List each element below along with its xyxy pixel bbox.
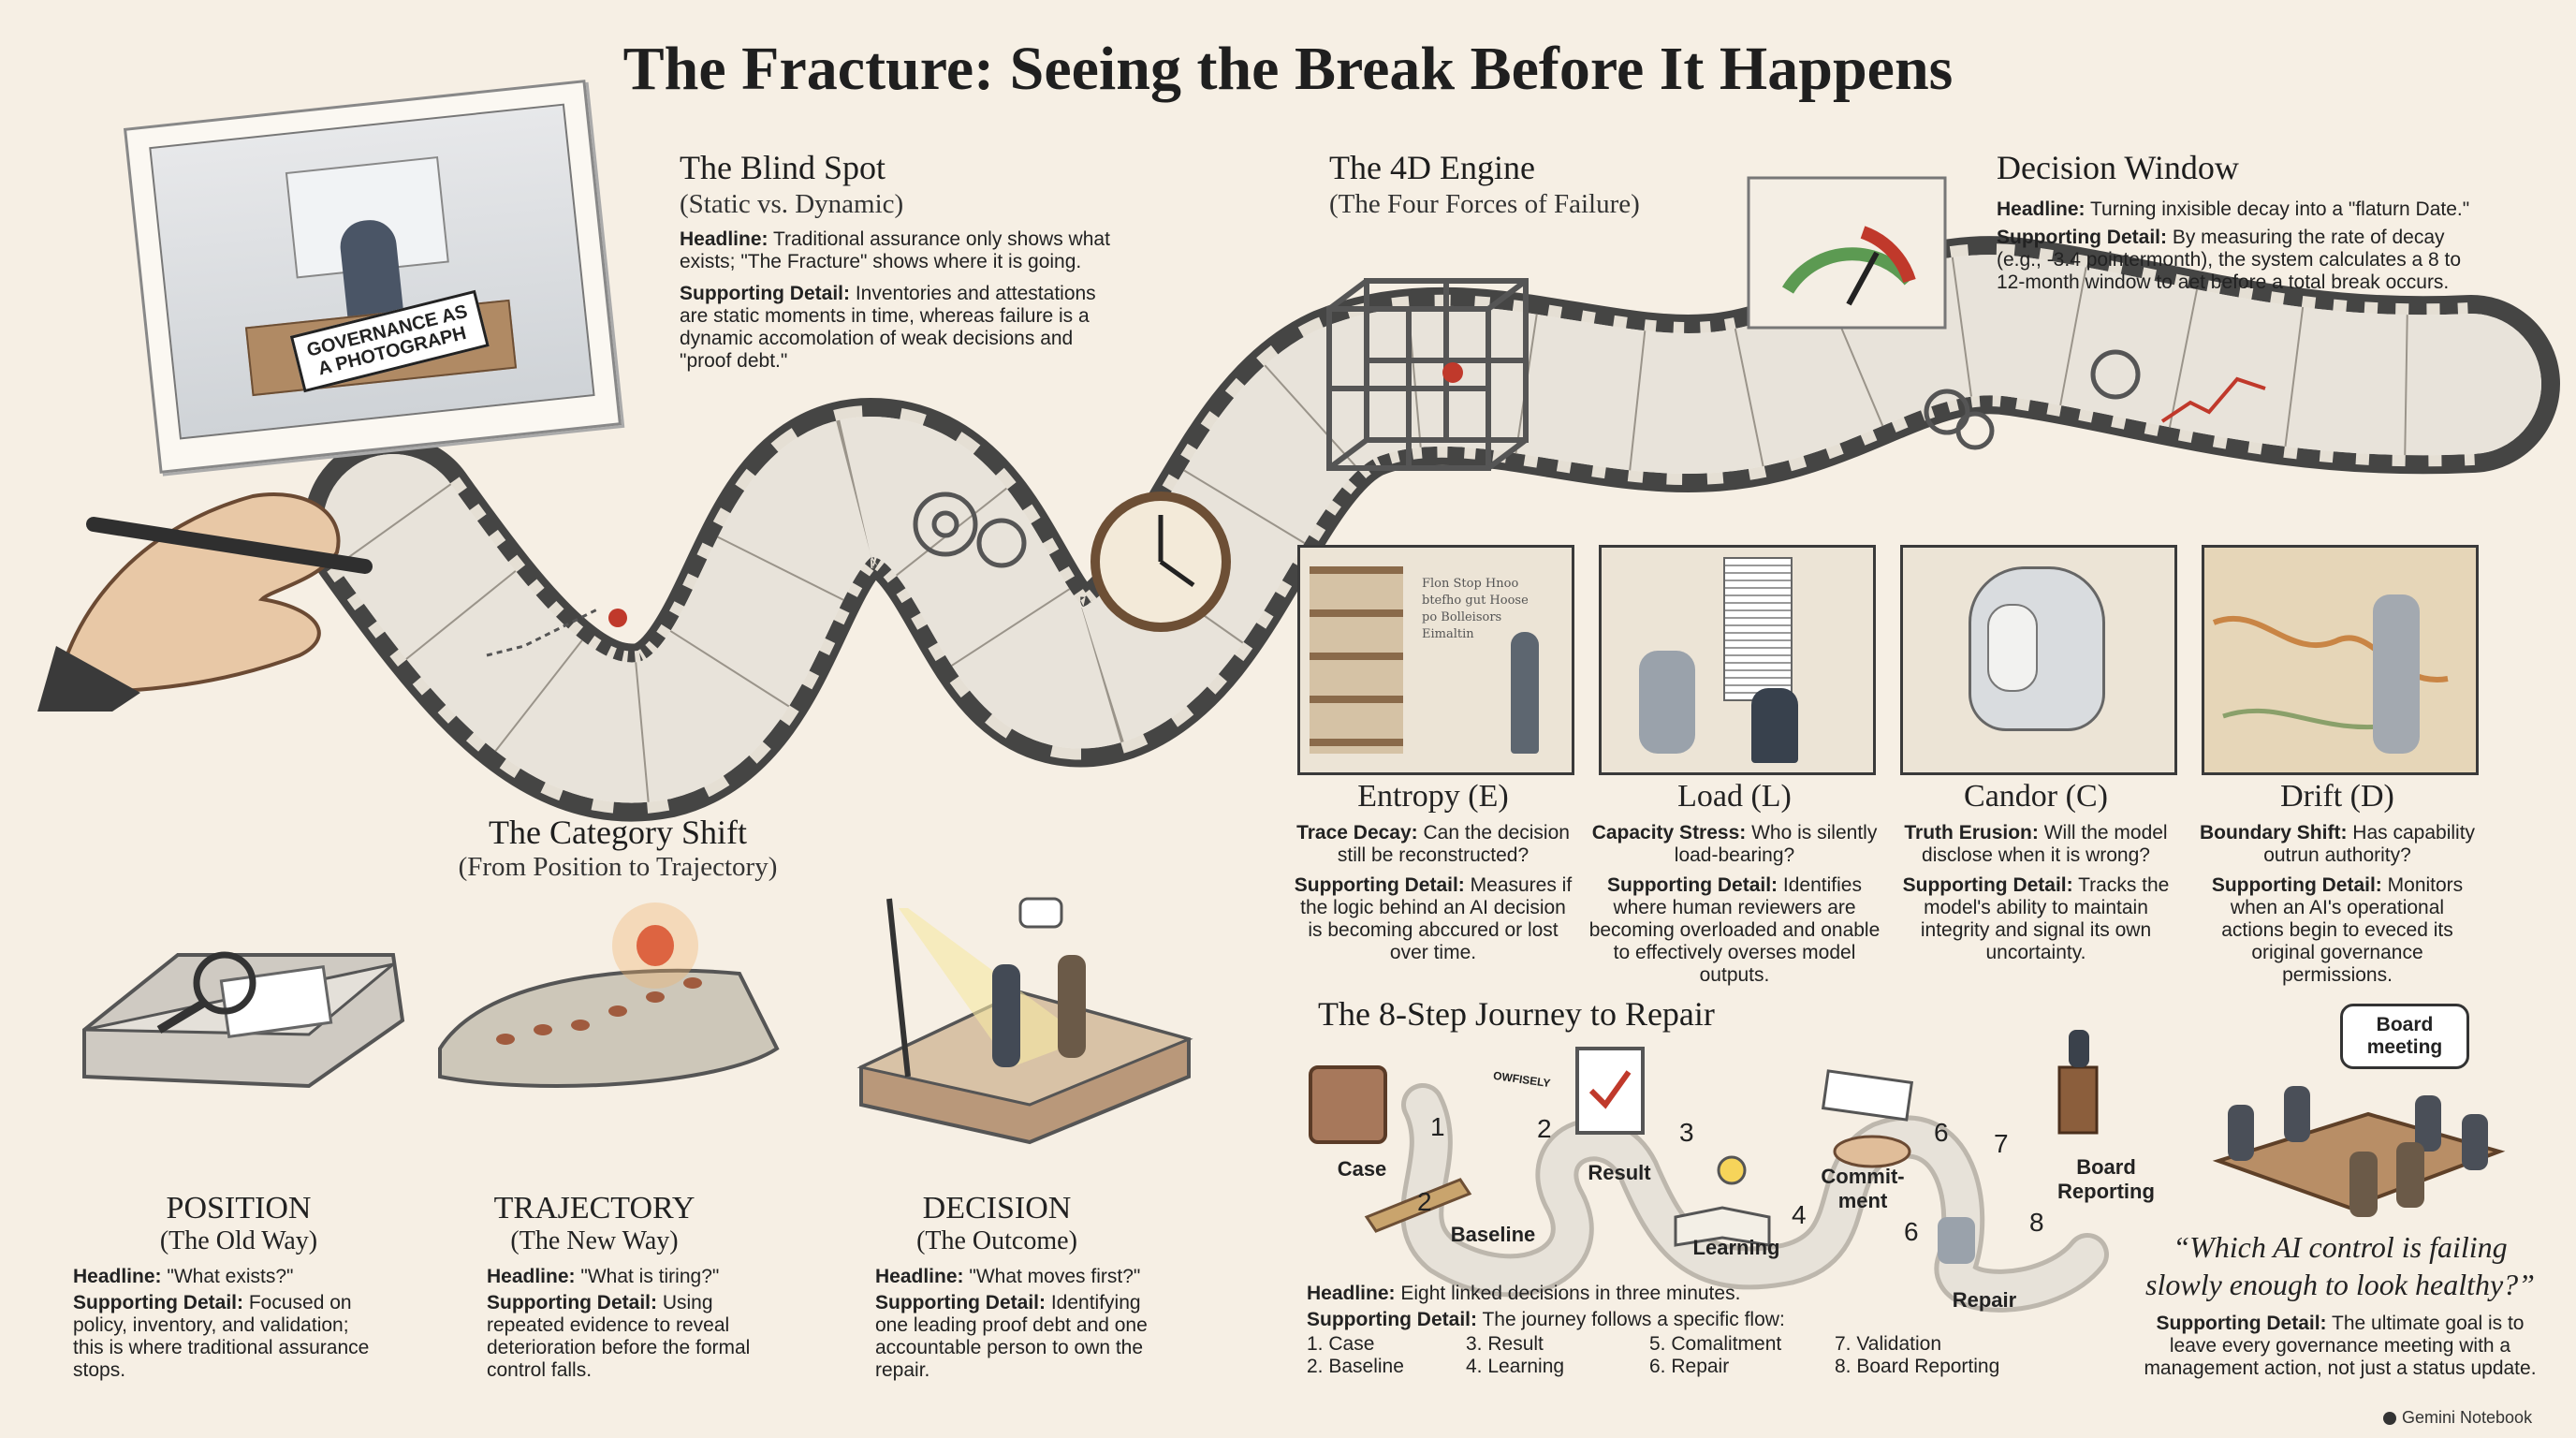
step-number: 2: [1537, 1114, 1552, 1143]
step-number: 2: [1417, 1187, 1432, 1216]
step-number: 8: [2029, 1208, 2044, 1237]
board-quote: “Which AI control is failing slowly enou…: [2145, 1230, 2535, 1301]
force-load-question: Capacity Stress: Who is silently load-be…: [1591, 822, 1878, 866]
category-position-sub: (The Old Way): [159, 1226, 318, 1255]
category-decision-headline: Headline: "What moves first?": [875, 1266, 1141, 1287]
load-panel-illustration: [1599, 545, 1876, 775]
step-label-commitment: Commit- ment: [1821, 1165, 1905, 1212]
hand-with-pen-illustration: [37, 492, 373, 712]
mask: [1987, 604, 2038, 692]
step-label-case: Case: [1337, 1157, 1387, 1181]
category-shift-illustrations: [82, 897, 1193, 1145]
decision-window-title: Decision Window: [1997, 149, 2239, 186]
paper-stack: [1723, 557, 1793, 701]
force-candor-name: Candor (C): [1964, 779, 2108, 814]
blind-spot-headline: Headline: Traditional assurance only sho…: [680, 228, 1110, 272]
force-load-detail: Supporting Detail: Identifies where huma…: [1588, 874, 1881, 986]
walking-robot: [2373, 594, 2420, 754]
blind-spot-subtitle: (Static vs. Dynamic): [680, 189, 904, 219]
category-shift-subtitle: (From Position to Trajectory): [458, 852, 778, 882]
category-trajectory-sub: (The New Way): [510, 1226, 679, 1255]
strained-person: [1751, 688, 1798, 763]
category-position-name: POSITION: [166, 1191, 312, 1225]
map-lines: [2212, 615, 2449, 730]
journey-headline: Headline: Eight linked decisions in thre…: [1307, 1283, 1741, 1304]
engine-title: The 4D Engine: [1329, 149, 1535, 186]
blind-spot-detail: Supporting Detail: Inventories and attes…: [680, 283, 1096, 372]
candor-panel-illustration: [1900, 545, 2177, 775]
faded-document-text: Flon Stop Hnoo btefho gut Hoose po Bolle…: [1422, 577, 1529, 641]
force-entropy-detail: Supporting Detail: Measures if the logic…: [1294, 874, 1573, 963]
robot-figure: [1639, 651, 1695, 754]
decision-window-detail: Supporting Detail: By measuring the rate…: [1997, 227, 2462, 293]
force-entropy-name: Entropy (E): [1357, 779, 1509, 814]
board-detail: Supporting Detail: The ultimate goal is …: [2144, 1313, 2537, 1379]
category-decision-name: DECISION: [922, 1191, 1072, 1225]
force-drift-name: Drift (D): [2280, 779, 2394, 814]
step-number: 6: [1904, 1217, 1919, 1246]
category-decision-detail: Supporting Detail: Identifying one leadi…: [875, 1292, 1148, 1381]
blind-spot-title: The Blind Spot: [680, 149, 886, 186]
board-meeting-bubble: Board meeting: [2340, 1004, 2469, 1069]
confused-person: [1511, 632, 1539, 754]
board-meeting-illustration: [2212, 1086, 2506, 1217]
step-number: 1: [1430, 1112, 1445, 1141]
step-number: 3: [1679, 1118, 1694, 1147]
gemini-notebook-badge: Gemini Notebook: [2383, 1408, 2532, 1428]
step-number: 6: [1934, 1118, 1949, 1147]
bookshelf: [1310, 566, 1403, 754]
step-label-baseline: Baseline: [1450, 1223, 1536, 1246]
category-trajectory-headline: Headline: "What is tiring?": [487, 1266, 720, 1287]
drift-panel-illustration: [2202, 545, 2479, 775]
footer-label: Gemini Notebook: [2402, 1408, 2533, 1427]
decision-window-headline: Headline: Turning inxisible decay into a…: [1997, 198, 2470, 220]
force-candor-detail: Supporting Detail: Tracks the model's ab…: [1902, 874, 2170, 963]
journey-detail: Supporting Detail: The journey follows a…: [1307, 1309, 1785, 1330]
journey-path-illustration: [1309, 1030, 2109, 1313]
category-trajectory-detail: Supporting Detail: Using repeated eviden…: [487, 1292, 751, 1381]
category-shift-title: The Category Shift: [489, 814, 747, 851]
force-load-name: Load (L): [1677, 779, 1792, 814]
engine-subtitle: (The Four Forces of Failure): [1329, 189, 1640, 219]
entropy-panel-illustration: Flon Stop Hnoo btefho gut Hoose po Bolle…: [1297, 545, 1574, 775]
force-entropy-question: Trace Decay: Can the decision still be r…: [1296, 822, 1570, 866]
page-title: The Fracture: Seeing the Break Before It…: [622, 35, 1954, 103]
force-drift-detail: Supporting Detail: Monitors when an AI's…: [2211, 874, 2464, 986]
gemini-logo-icon: [2383, 1411, 2396, 1425]
step-label-learning: Learning: [1692, 1236, 1780, 1259]
force-candor-question: Truth Erusion: Will the model disclose w…: [1904, 822, 2168, 866]
category-decision-sub: (The Outcome): [916, 1226, 1077, 1255]
force-drift-question: Boundary Shift: Has capability outrun au…: [2199, 822, 2476, 866]
step-label-repair: Repair: [1952, 1288, 2017, 1312]
step-number: 7: [1994, 1129, 2009, 1158]
step-label-result: Result: [1588, 1161, 1651, 1184]
category-position-detail: Supporting Detail: Focused on policy, in…: [73, 1292, 370, 1381]
office-scene: GOVERNANCE AS A PHOTOGRAPH: [149, 103, 595, 440]
step-label-board-reporting: Board Reporting: [2057, 1155, 2155, 1203]
category-trajectory-name: TRAJECTORY: [493, 1191, 695, 1225]
step-number: 4: [1792, 1200, 1807, 1229]
category-position-headline: Headline: "What exists?": [73, 1266, 294, 1287]
journey-title: The 8-Step Journey to Repair: [1318, 995, 1715, 1033]
